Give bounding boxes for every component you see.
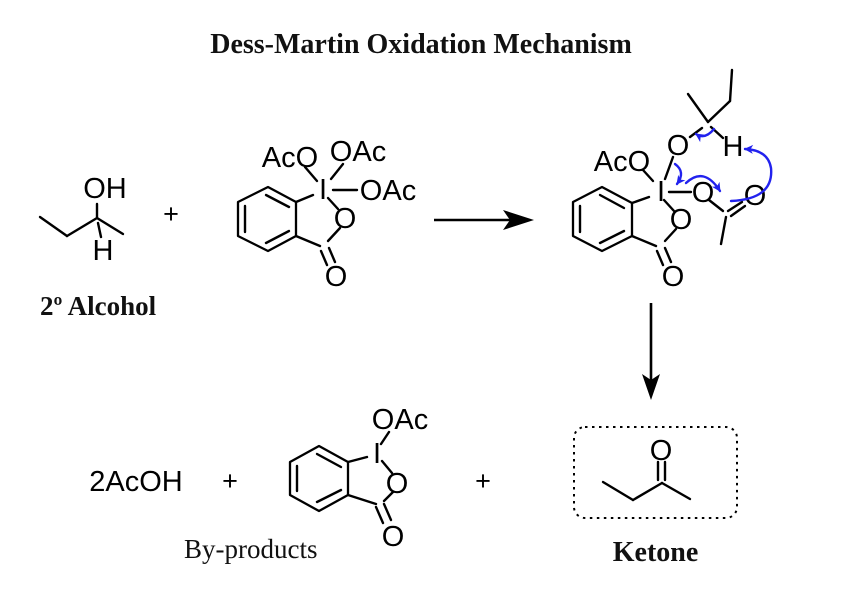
bond bbox=[660, 481, 692, 501]
plus-sign-3: + bbox=[475, 466, 491, 496]
oac-top-label: OAc bbox=[330, 136, 386, 168]
bond bbox=[329, 162, 345, 181]
double-bond bbox=[264, 229, 291, 245]
dmp-structure: AcO OAc OAc I O O bbox=[236, 136, 416, 293]
ketone-product: O bbox=[573, 426, 738, 519]
alcohol-caption: 2º Alcohol bbox=[40, 291, 157, 321]
arrow-head bbox=[642, 374, 660, 400]
ketone-oxygen-label: O bbox=[650, 435, 673, 467]
alpha-h-label: H bbox=[93, 235, 114, 267]
ring-oxygen-label: O bbox=[334, 203, 357, 235]
reaction-arrow bbox=[434, 210, 534, 230]
double-bond bbox=[264, 193, 291, 209]
bond bbox=[707, 198, 725, 213]
double-bond bbox=[315, 488, 343, 504]
bond bbox=[38, 215, 69, 238]
bond bbox=[326, 196, 340, 211]
aco-label: AcO bbox=[262, 142, 318, 174]
double-bond bbox=[598, 229, 626, 245]
bond bbox=[382, 490, 395, 503]
bond bbox=[630, 234, 658, 248]
bond bbox=[294, 193, 315, 204]
bond bbox=[326, 226, 342, 243]
double-bond bbox=[382, 502, 393, 522]
iodine-label: I bbox=[319, 174, 327, 206]
bond bbox=[719, 215, 728, 246]
ketone-caption: Ketone bbox=[612, 537, 699, 568]
iodine-label: I bbox=[657, 176, 665, 208]
double-bond bbox=[655, 249, 665, 267]
double-bond bbox=[598, 193, 626, 210]
bond bbox=[303, 165, 319, 183]
bond bbox=[706, 99, 732, 124]
page-title: Dess-Martin Oxidation Mechanism bbox=[210, 29, 632, 60]
acetate-oxygen-label: O bbox=[692, 177, 715, 209]
carbonyl-oxygen-label: O bbox=[325, 261, 348, 293]
carbonyl-oxygen-label: O bbox=[382, 521, 405, 553]
bond bbox=[631, 481, 664, 502]
curved-arrow-acetate-to-h bbox=[729, 144, 773, 203]
bond bbox=[95, 216, 125, 236]
alkoxide-oxygen-label: O bbox=[667, 130, 690, 162]
acetic-acid-label: 2AcOH bbox=[89, 466, 182, 498]
bond bbox=[65, 216, 99, 238]
curved-arrow-i-to-oac bbox=[684, 174, 722, 193]
aco-label: AcO bbox=[594, 146, 650, 178]
byproduct-structure: OAc I O O bbox=[288, 404, 428, 553]
byproducts-caption: By-products bbox=[184, 534, 318, 564]
double-bond bbox=[726, 200, 744, 213]
double-bond bbox=[729, 204, 747, 218]
bond bbox=[663, 227, 678, 243]
arrow-head bbox=[503, 210, 534, 230]
bond bbox=[686, 92, 710, 124]
oac-right-label: OAc bbox=[360, 175, 416, 207]
double-bond bbox=[663, 246, 673, 264]
bond bbox=[380, 459, 394, 475]
ring-oxygen-label: O bbox=[670, 204, 693, 236]
double-bond bbox=[374, 505, 385, 525]
oac-label: OAc bbox=[372, 404, 428, 436]
intermediate-structure: AcO O H I O O O O bbox=[571, 68, 766, 293]
double-bond bbox=[315, 452, 343, 469]
iodine-label: I bbox=[373, 438, 381, 470]
electron-flow-arrows bbox=[673, 127, 773, 203]
bond bbox=[728, 68, 734, 103]
double-bond bbox=[327, 246, 337, 264]
plus-sign-1: + bbox=[163, 199, 179, 229]
bond bbox=[96, 221, 103, 239]
bond bbox=[346, 455, 369, 464]
bond bbox=[630, 195, 651, 205]
plus-sign-2: + bbox=[222, 466, 238, 496]
bond bbox=[662, 198, 676, 213]
bond bbox=[601, 480, 635, 502]
curved-arrow-oi-to-i bbox=[673, 162, 686, 186]
bond bbox=[346, 493, 378, 506]
hydroxyl-label: OH bbox=[83, 173, 127, 205]
ketone-box bbox=[573, 426, 738, 519]
carbonyl-oxygen-label: O bbox=[662, 261, 685, 293]
bond bbox=[641, 168, 655, 183]
bond bbox=[688, 126, 704, 139]
alcohol-structure: OH H bbox=[38, 173, 127, 267]
ring-oxygen-label: O bbox=[386, 468, 409, 500]
bond bbox=[663, 155, 675, 181]
curved-arrow-ch-to-co bbox=[694, 127, 716, 143]
double-bond bbox=[319, 249, 329, 267]
bond bbox=[294, 234, 322, 248]
alpha-h-label: H bbox=[723, 131, 744, 163]
bond bbox=[379, 430, 391, 446]
down-arrow bbox=[642, 303, 660, 400]
